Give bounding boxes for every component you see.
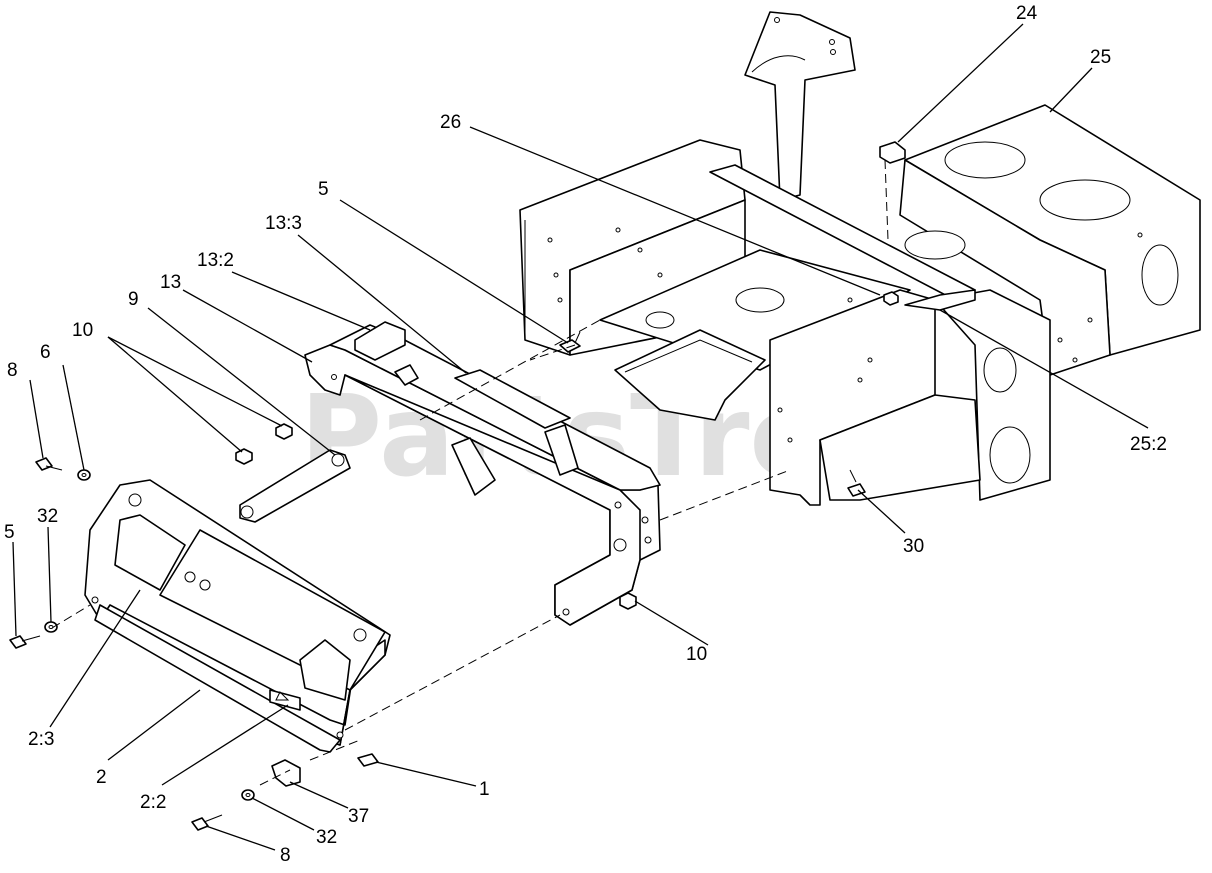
callout-8-upper: 8 [7, 360, 18, 381]
front-panel [84, 479, 391, 753]
callout-1: 1 [479, 779, 490, 800]
callout-10-right: 10 [686, 644, 707, 665]
callout-32-bottom: 32 [316, 827, 337, 848]
callout-2: 2 [96, 767, 107, 788]
link-arm [239, 449, 351, 523]
callout-25: 25 [1090, 47, 1111, 68]
callout-5-upper: 5 [318, 179, 329, 200]
callout-30: 30 [903, 536, 924, 557]
callout-2-2: 2:2 [140, 792, 166, 813]
alignment-lines [51, 159, 889, 786]
main-frame [519, 11, 1201, 506]
callout-8-bottom: 8 [280, 845, 291, 866]
callout-13-2: 13:2 [197, 250, 234, 271]
callout-5-left: 5 [4, 522, 15, 543]
callout-24: 24 [1016, 3, 1038, 24]
callout-10-left: 10 [72, 320, 93, 341]
callout-13: 13 [160, 272, 181, 293]
front-beam [304, 321, 661, 626]
callout-2-3: 2:3 [28, 729, 54, 750]
callout-26: 26 [440, 112, 461, 133]
callout-13-3: 13:3 [265, 213, 302, 234]
callout-25-2: 25:2 [1130, 434, 1167, 455]
callout-32-left: 32 [37, 506, 58, 527]
hardware [9, 141, 906, 831]
callout-labels: 24 25 26 25:2 5 13:3 13:2 13 9 10 8 6 32… [4, 3, 1167, 866]
callout-37: 37 [348, 806, 369, 827]
callout-9: 9 [128, 289, 139, 310]
callout-6: 6 [40, 342, 51, 363]
leader-lines [12, 23, 1149, 851]
